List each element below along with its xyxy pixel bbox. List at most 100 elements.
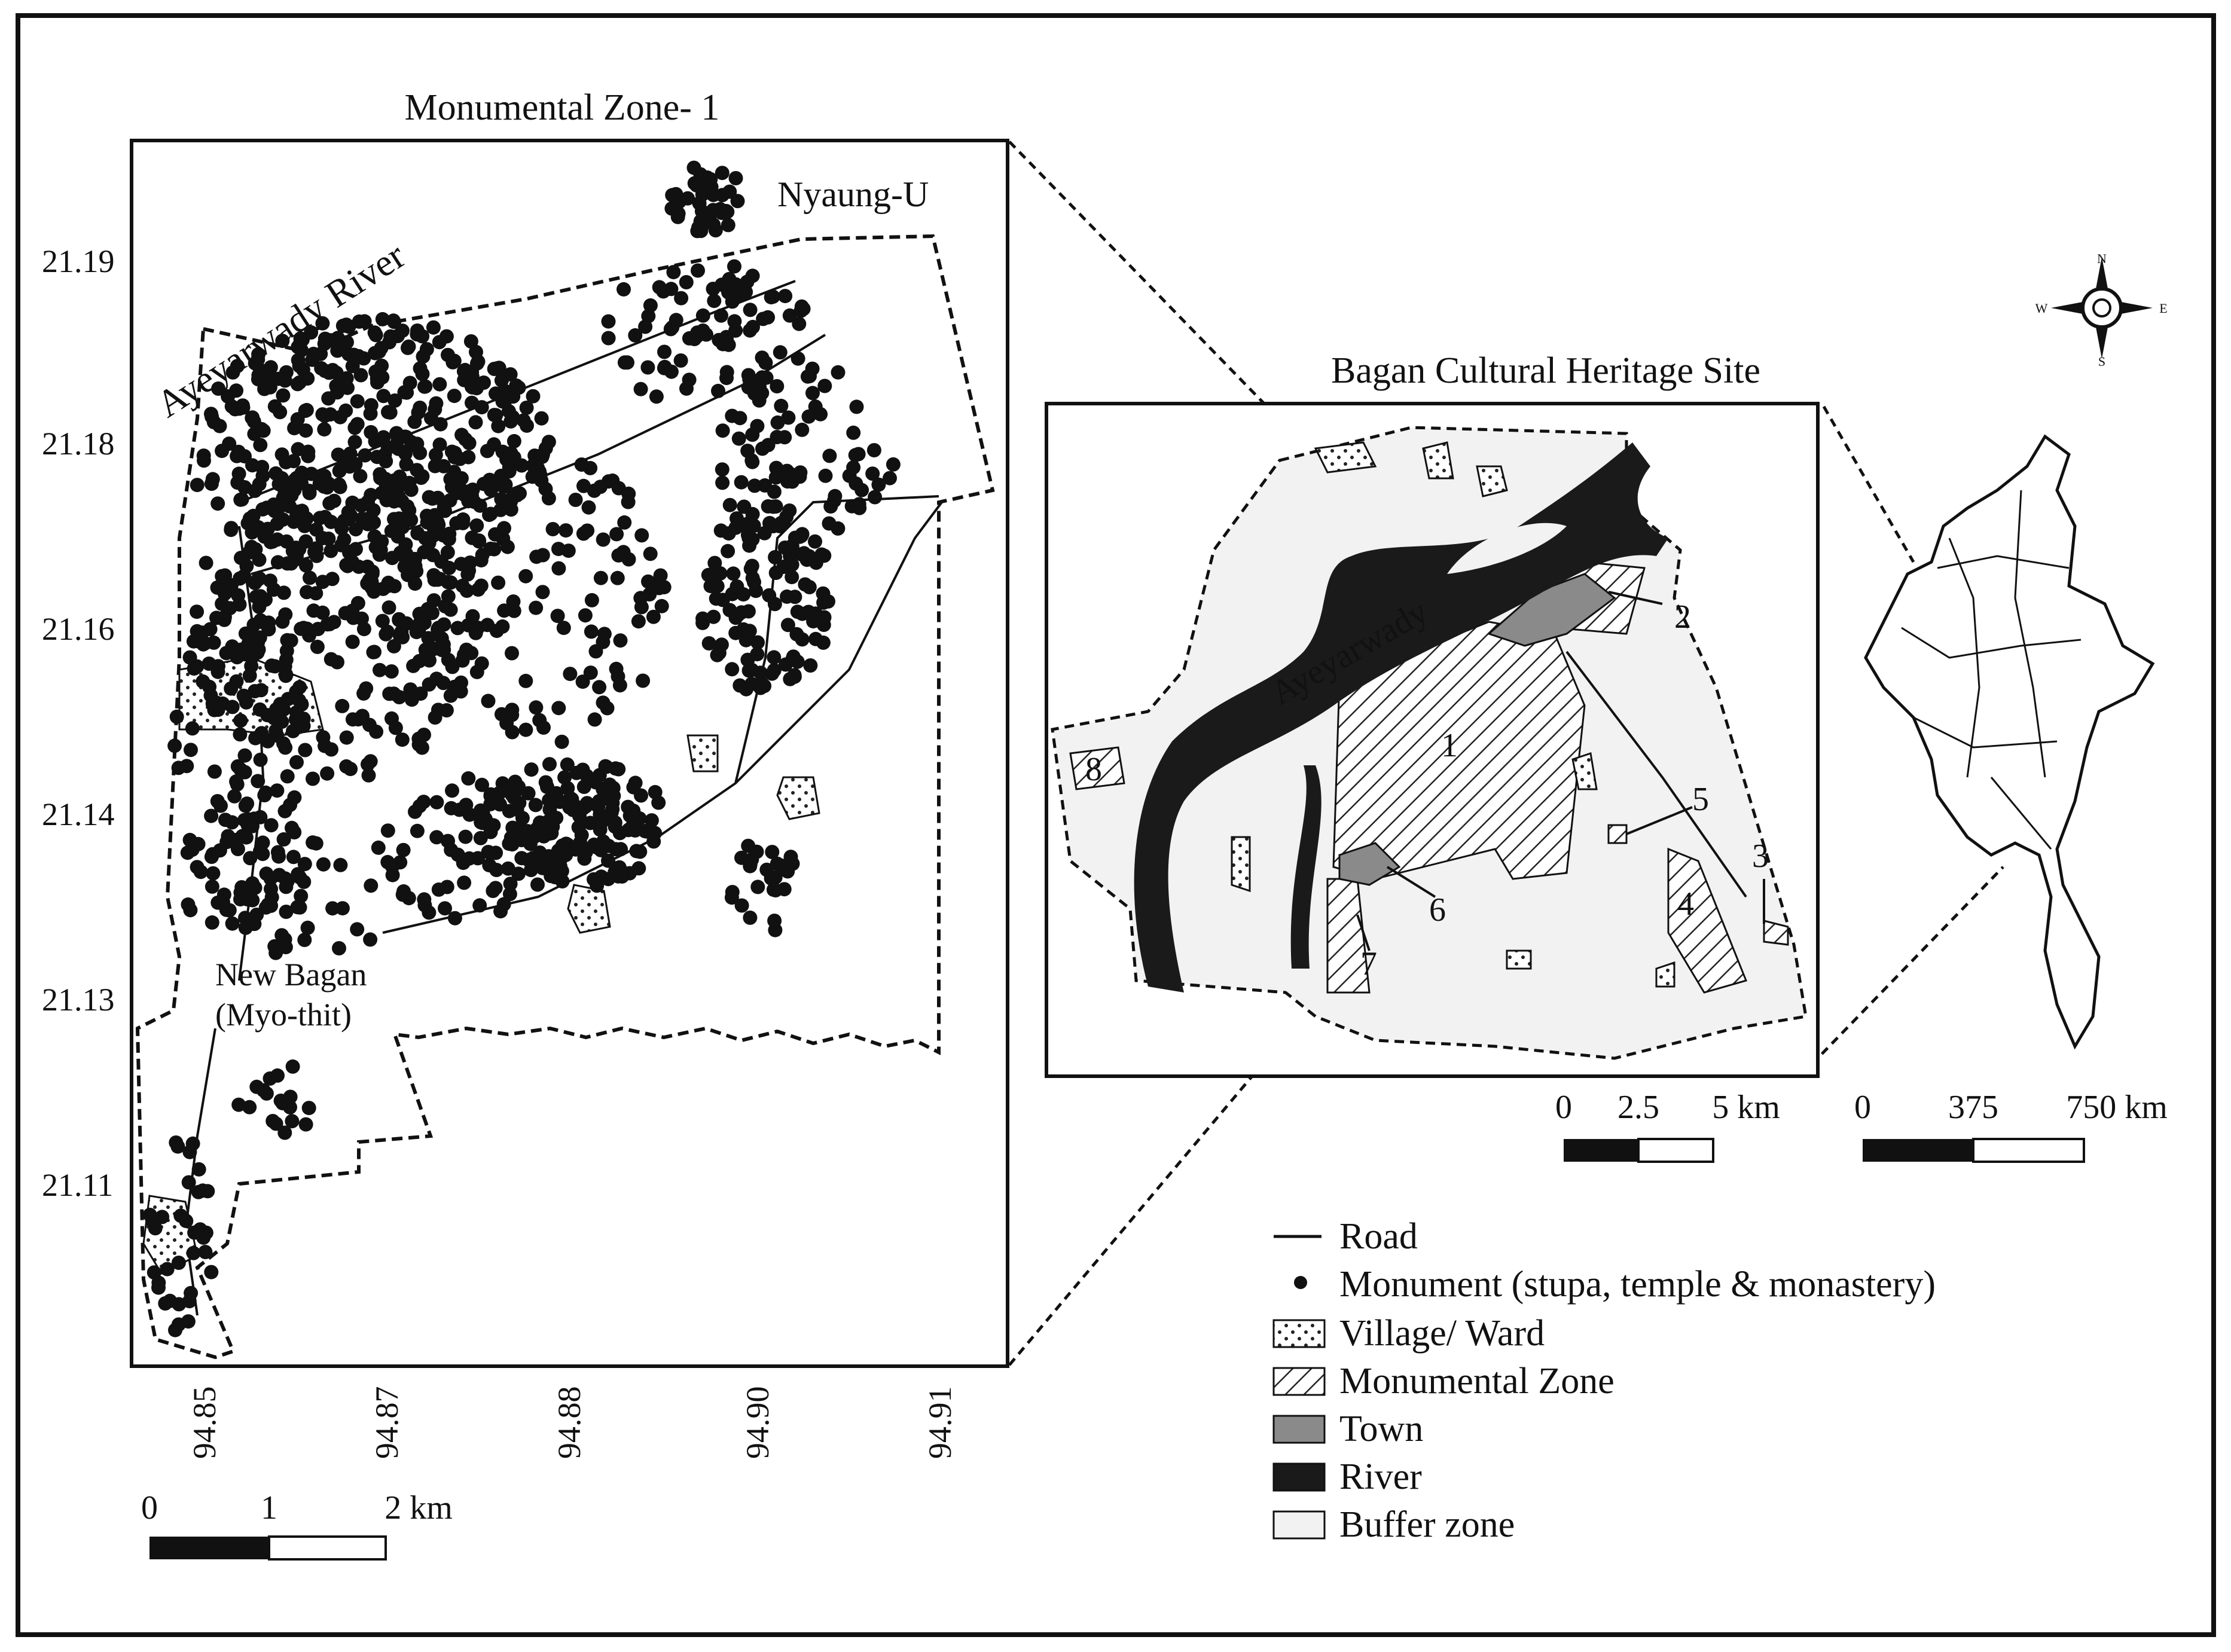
monument-point bbox=[505, 646, 519, 661]
monument-point bbox=[616, 282, 631, 297]
monument-point bbox=[239, 830, 254, 845]
monument-point bbox=[230, 842, 245, 856]
monument-point bbox=[643, 298, 658, 313]
site-scale-bar: 0 2.5 5 km bbox=[1555, 1089, 1780, 1163]
monument-point bbox=[483, 789, 498, 804]
compass-e: E bbox=[2159, 301, 2167, 316]
monument-point bbox=[155, 1210, 170, 1225]
monument-point bbox=[210, 496, 225, 511]
monument-point bbox=[429, 830, 444, 845]
monument-point bbox=[758, 478, 773, 493]
monument-point bbox=[280, 633, 295, 648]
legend-village-symbol bbox=[1272, 1319, 1326, 1348]
monument-point bbox=[309, 548, 324, 563]
monument-point bbox=[270, 783, 285, 798]
monument-point bbox=[231, 588, 246, 603]
monument-point bbox=[560, 757, 575, 772]
monument-point bbox=[437, 500, 451, 515]
monument-point bbox=[584, 624, 599, 639]
monument-point bbox=[222, 601, 237, 616]
monument-point bbox=[774, 398, 789, 413]
monument-point bbox=[278, 740, 293, 755]
monument-point bbox=[288, 472, 303, 487]
monument-point bbox=[734, 850, 749, 865]
monument-point bbox=[204, 1265, 219, 1280]
svg-text:21.19: 21.19 bbox=[42, 243, 115, 279]
monument-point bbox=[441, 347, 455, 362]
monument-point bbox=[816, 586, 831, 601]
legend-village-label: Village/ Ward bbox=[1339, 1313, 1545, 1354]
monument-point bbox=[270, 1068, 285, 1083]
monument-point bbox=[762, 588, 777, 603]
monument-point bbox=[706, 609, 721, 624]
monument-point bbox=[305, 352, 320, 367]
monument-point bbox=[347, 435, 362, 450]
monument-point bbox=[646, 609, 661, 624]
monument-point bbox=[274, 928, 289, 943]
legend: Road Monument (stupa, temple & monastery… bbox=[1272, 1216, 1936, 1545]
monument-point bbox=[461, 450, 476, 465]
monument-point bbox=[606, 781, 621, 795]
svg-text:0: 0 bbox=[141, 1489, 158, 1526]
compass-rose: N E S W bbox=[2035, 251, 2168, 369]
monument-point bbox=[691, 220, 706, 235]
monument-point bbox=[457, 875, 472, 890]
monument-point bbox=[753, 665, 768, 680]
monument-point bbox=[807, 607, 822, 621]
monument-point bbox=[252, 477, 267, 491]
monument-point bbox=[489, 408, 503, 423]
monument-point bbox=[464, 379, 479, 394]
monument-point bbox=[290, 377, 305, 392]
monument-point bbox=[402, 375, 417, 390]
monument-point bbox=[318, 509, 332, 524]
monument-point bbox=[297, 933, 312, 947]
monument-point bbox=[234, 880, 249, 894]
monument-point bbox=[474, 578, 489, 593]
monument-point bbox=[298, 558, 313, 573]
monument-point bbox=[472, 498, 487, 513]
monument-point bbox=[332, 463, 347, 478]
monument-point bbox=[251, 774, 265, 789]
monument-point bbox=[350, 922, 365, 937]
monument-point bbox=[321, 391, 336, 406]
monument-point bbox=[293, 335, 308, 350]
monument-point bbox=[359, 512, 374, 527]
monument-point bbox=[491, 575, 506, 590]
monument-point bbox=[703, 172, 718, 187]
monument-point bbox=[292, 900, 307, 915]
monument-point bbox=[384, 524, 399, 539]
monument-point bbox=[725, 885, 740, 899]
monument-point bbox=[413, 361, 428, 376]
site-villages bbox=[1231, 441, 1675, 988]
svg-text:0: 0 bbox=[1555, 1089, 1572, 1126]
monument-point bbox=[332, 480, 347, 494]
monument-point bbox=[316, 857, 331, 872]
monument-point bbox=[730, 511, 744, 526]
monument-point bbox=[384, 664, 399, 679]
monument-point bbox=[386, 639, 401, 654]
monument-point bbox=[721, 543, 735, 558]
monument-point bbox=[375, 312, 390, 326]
monument-point bbox=[638, 319, 653, 334]
svg-text:21.18: 21.18 bbox=[42, 426, 115, 462]
monument-point bbox=[186, 634, 201, 649]
monument-point bbox=[373, 542, 388, 557]
monument-point bbox=[388, 720, 403, 735]
monument-point bbox=[805, 386, 820, 401]
monument-point bbox=[181, 1175, 196, 1190]
monument-point bbox=[230, 359, 245, 374]
monument-point bbox=[349, 522, 363, 537]
monument-point bbox=[362, 717, 377, 732]
monument-point bbox=[326, 493, 341, 508]
monument-point bbox=[475, 816, 490, 830]
monument-point bbox=[379, 476, 393, 491]
monument-point bbox=[184, 743, 198, 758]
monument-point bbox=[302, 485, 317, 500]
monument-point bbox=[533, 468, 548, 483]
monument-point bbox=[279, 481, 294, 496]
monument-point bbox=[409, 564, 424, 579]
monument-point bbox=[654, 598, 669, 613]
monument-point bbox=[273, 1094, 288, 1108]
monument-point bbox=[822, 448, 837, 463]
svg-text:21.16: 21.16 bbox=[42, 611, 115, 647]
